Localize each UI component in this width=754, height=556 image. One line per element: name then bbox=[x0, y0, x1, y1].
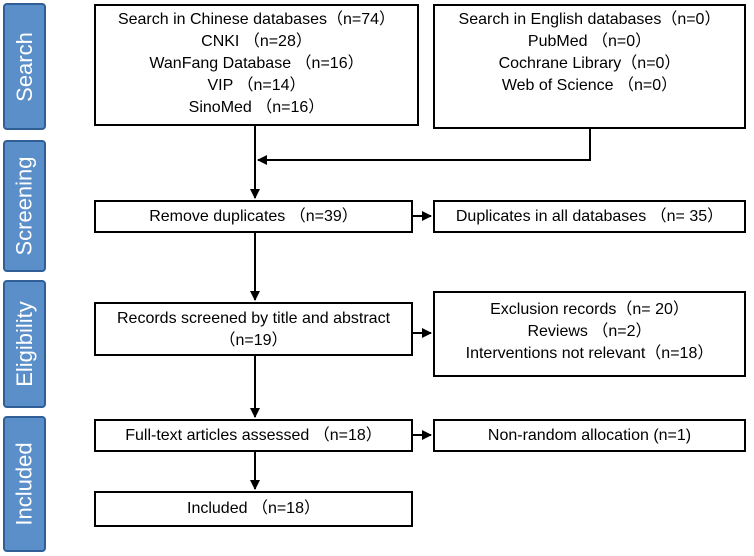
sinomed-count: SinoMed （n=16） bbox=[188, 99, 325, 116]
chinese-databases-box: Search in Chinese databases（n=74） CNKI （… bbox=[94, 4, 419, 126]
fulltext-assessed-box: Full-text articles assessed （n=18） bbox=[94, 419, 413, 452]
pubmed-count: PubMed （n=0） bbox=[527, 33, 652, 50]
fulltext-assessed-text: Full-text articles assessed （n=18） bbox=[125, 427, 382, 444]
web-of-science-count: Web of Science （n=0） bbox=[501, 77, 678, 94]
english-databases-box: Search in English databases（n=0） PubMed … bbox=[433, 4, 746, 129]
phase-tab-eligibility: Eligibility bbox=[3, 280, 46, 408]
duplicates-all-text: Duplicates in all databases （n= 35） bbox=[455, 208, 724, 225]
screened-records-box: Records screened by title and abstract （… bbox=[94, 302, 413, 356]
vip-count: VIP （n=14） bbox=[207, 77, 306, 94]
english-databases-title: Search in English databases（n=0） bbox=[458, 11, 721, 28]
duplicates-all-box: Duplicates in all databases （n= 35） bbox=[433, 200, 746, 233]
interventions-not-relevant-count: Interventions not relevant（n=18） bbox=[465, 345, 714, 362]
remove-duplicates-text: Remove duplicates （n=39） bbox=[149, 208, 358, 225]
cochrane-count: Cochrane Library（n=0） bbox=[498, 55, 681, 72]
screened-records-count: （n=19） bbox=[219, 332, 288, 349]
wanfang-count: WanFang Database （n=16） bbox=[149, 55, 364, 72]
chinese-databases-title: Search in Chinese databases（n=74） bbox=[117, 11, 396, 28]
remove-duplicates-box: Remove duplicates （n=39） bbox=[94, 200, 413, 233]
phase-tab-screening: Screening bbox=[3, 140, 46, 272]
included-box: Included （n=18） bbox=[94, 491, 413, 527]
non-random-allocation-box: Non-random allocation (n=1) bbox=[433, 419, 746, 452]
exclusion-records-title: Exclusion records（n= 20） bbox=[490, 301, 689, 318]
screened-records-title: Records screened by title and abstract bbox=[116, 310, 391, 327]
exclusion-records-box: Exclusion records（n= 20） Reviews （n=2） I… bbox=[433, 291, 746, 377]
phase-tab-included: Included bbox=[3, 416, 46, 552]
phase-tab-search: Search bbox=[3, 3, 46, 130]
included-text: Included （n=18） bbox=[187, 500, 320, 517]
reviews-count: Reviews （n=2） bbox=[527, 323, 652, 340]
arrow-english-merge bbox=[257, 129, 591, 165]
cnki-count: CNKI （n=28） bbox=[201, 33, 312, 50]
non-random-allocation-text: Non-random allocation (n=1) bbox=[487, 427, 692, 444]
